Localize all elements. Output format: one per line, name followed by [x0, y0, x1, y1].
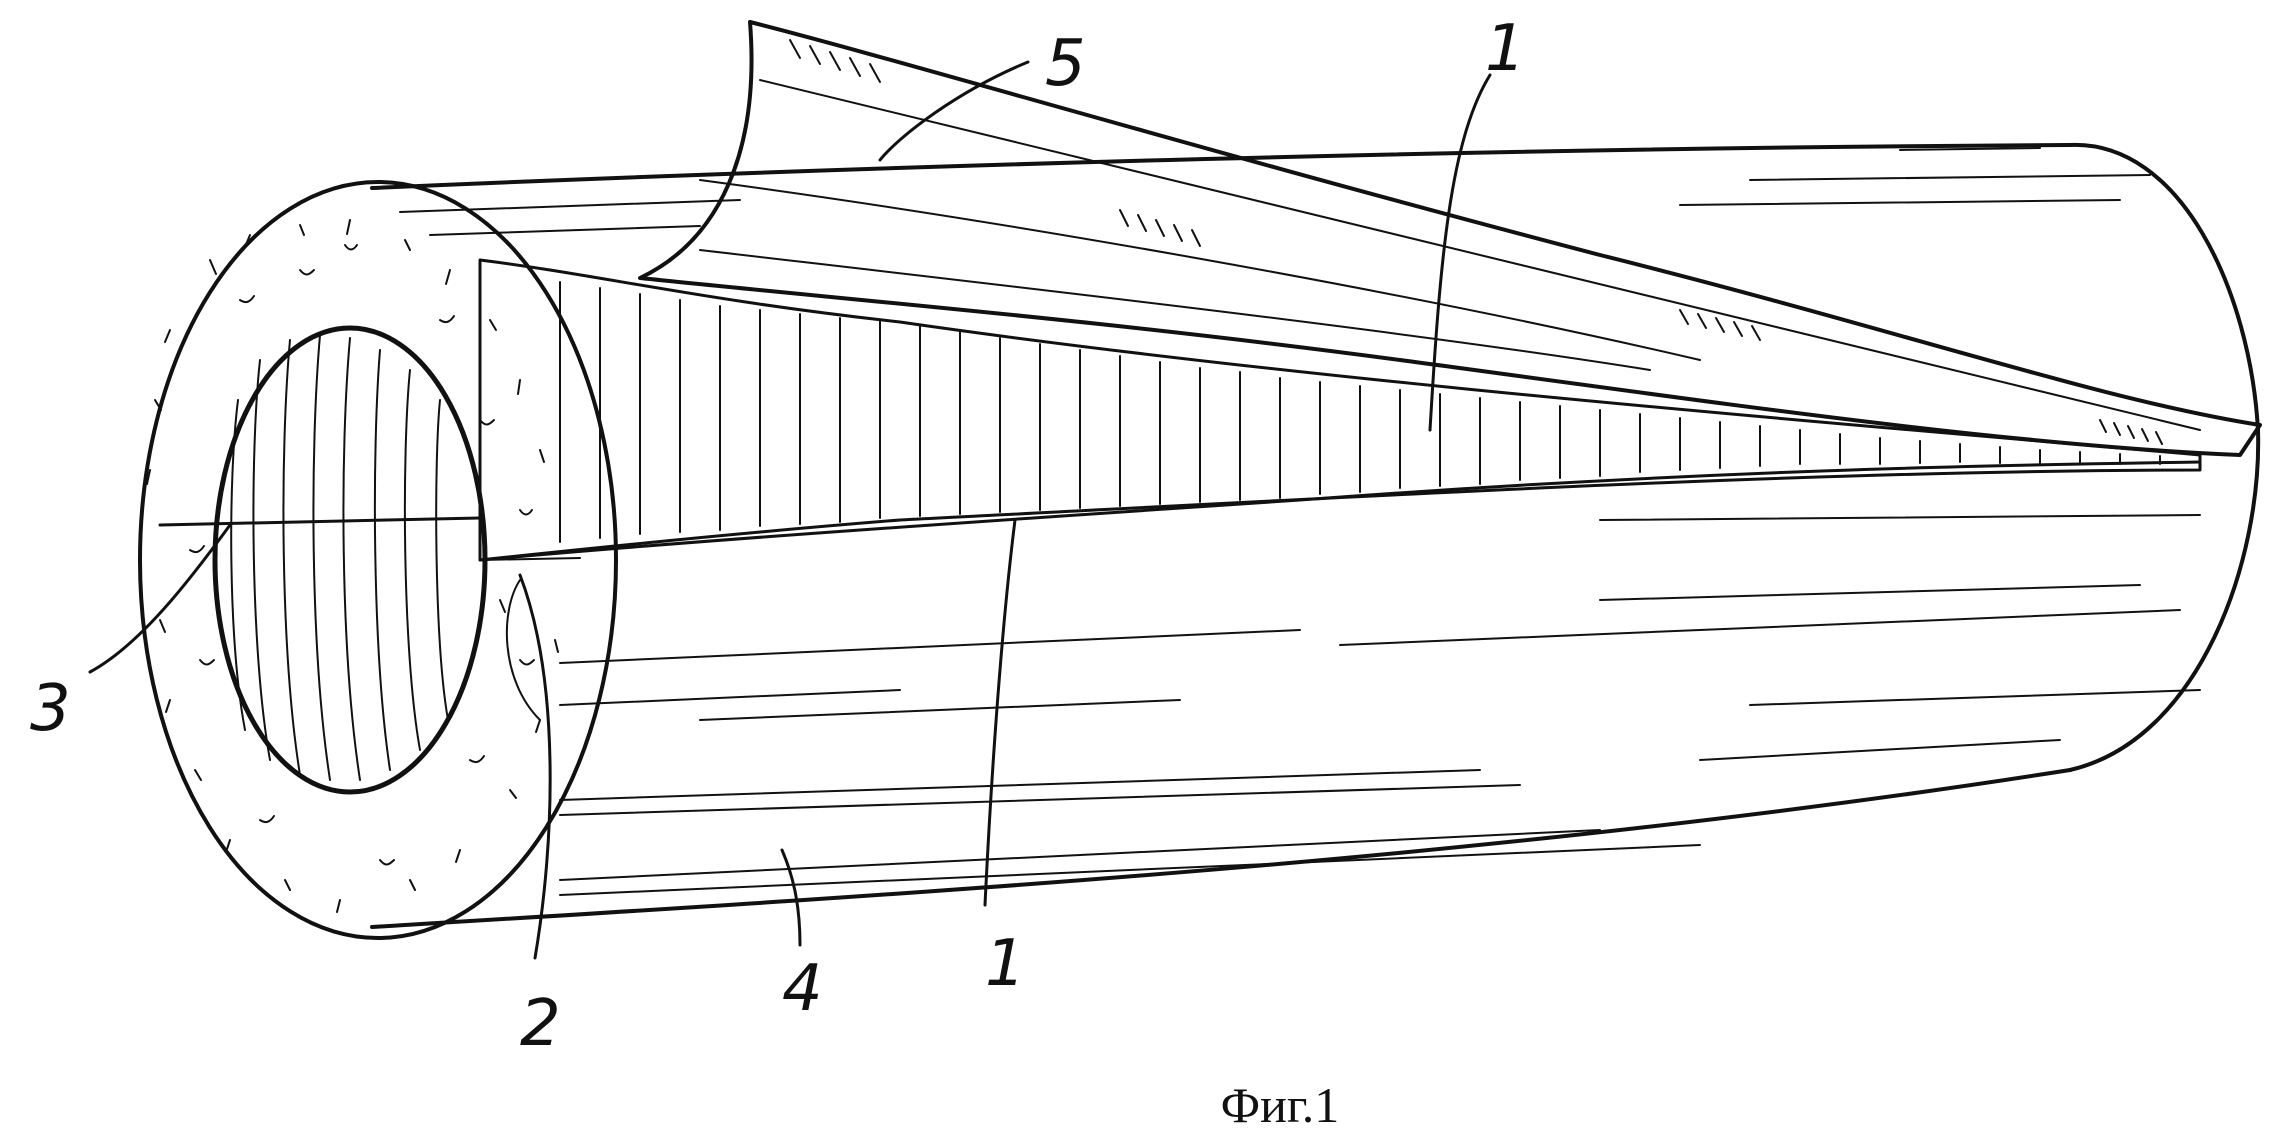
figure-caption: Фиг.1 [1160, 1075, 1400, 1135]
ref-label-flap: 5 [1045, 27, 1086, 101]
ref-label-inner-layer-bottom: 1 [985, 927, 1026, 1001]
ref-label-inner-layer: 1 [1485, 12, 1526, 86]
foam-texture [147, 220, 558, 912]
outer-ring [140, 182, 616, 938]
slit-line [160, 518, 580, 720]
flap-lines [700, 40, 2200, 444]
strip-hatching [560, 282, 2160, 542]
ref-label-slit: 2 [520, 987, 561, 1061]
ref-label-outer-shell: 4 [782, 952, 823, 1026]
pipe-end-face [140, 182, 616, 938]
cylinder-body [372, 145, 2258, 927]
peeled-flap [640, 22, 2260, 455]
leader-lines [90, 62, 1490, 958]
bore-rib-lines [231, 335, 448, 780]
ref-label-bore: 3 [30, 672, 71, 746]
inner-layer-strip [480, 260, 2200, 560]
bore-ellipse [215, 328, 485, 792]
